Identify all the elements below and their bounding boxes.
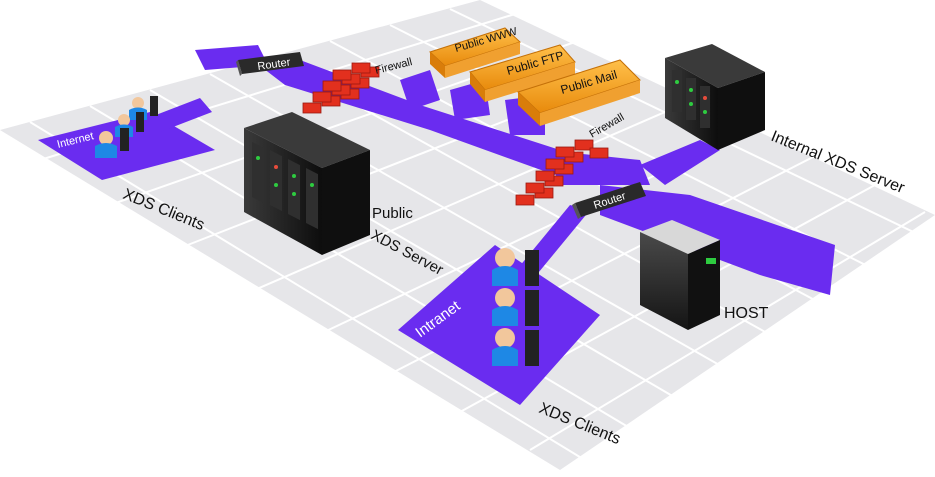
brick-wall-icon xyxy=(515,139,609,206)
router-top-label: Router xyxy=(257,56,292,73)
host-computer-icon xyxy=(640,220,720,330)
user-workstation-icon xyxy=(492,248,539,286)
server-rack-icon xyxy=(665,44,765,150)
branch-internal xyxy=(640,140,720,185)
branch-www xyxy=(400,70,440,110)
public-xds-label-line1: Public xyxy=(372,205,413,222)
user-workstation-icon xyxy=(492,328,539,366)
user-workstation-icon xyxy=(492,288,539,326)
link-internet-router xyxy=(148,98,212,132)
router-icon: Router xyxy=(236,52,304,76)
user-workstation-icon xyxy=(95,128,129,158)
server-rack-icon xyxy=(244,112,370,255)
brick-wall-icon xyxy=(302,62,380,114)
host-label: HOST xyxy=(724,305,769,322)
